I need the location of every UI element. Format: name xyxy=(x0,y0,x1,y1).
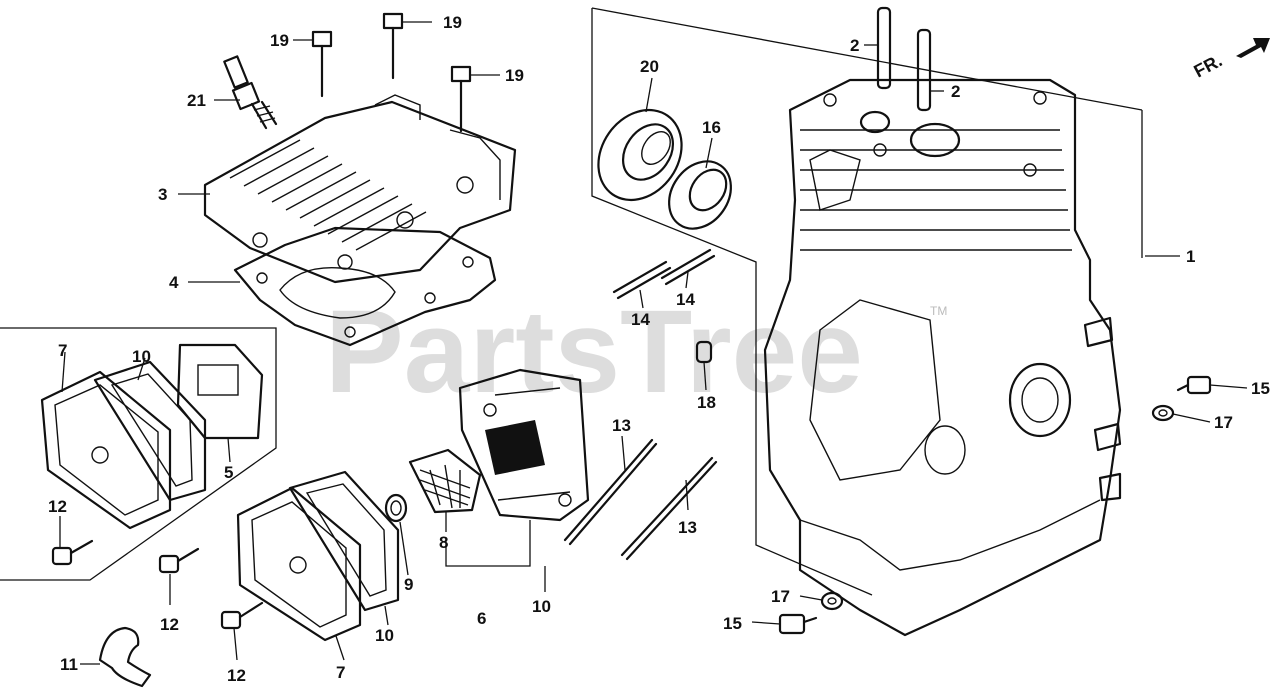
callout-19-right: 19 xyxy=(505,66,524,85)
callout-13-upper: 13 xyxy=(612,416,631,435)
callout-5: 5 xyxy=(224,463,233,482)
washer-17-right xyxy=(1151,404,1175,422)
callout-2-b: 2 xyxy=(951,82,960,101)
callout-7-upper: 7 xyxy=(58,341,67,360)
callout-21: 21 xyxy=(187,91,206,110)
front-direction-label: FR. xyxy=(1190,50,1225,81)
crankcase-cylinder-block xyxy=(763,78,1122,637)
callout-1: 1 xyxy=(1186,247,1195,266)
washer-17-bottom xyxy=(820,591,844,611)
bolt-12-lower-a xyxy=(158,547,200,574)
bolt-12-lower-b xyxy=(220,601,264,630)
callout-13-lower: 13 xyxy=(678,518,697,537)
head-gasket xyxy=(233,226,497,347)
breather-assembly xyxy=(458,368,590,522)
spark-plug xyxy=(223,55,278,130)
breather-cover-7-lower xyxy=(236,486,362,642)
callout-10-upper: 10 xyxy=(132,347,151,366)
callout-20: 20 xyxy=(640,57,659,76)
callout-17-right: 17 xyxy=(1214,413,1233,432)
callout-4: 4 xyxy=(169,273,179,292)
breather-filter xyxy=(408,448,482,514)
callout-12-middle: 12 xyxy=(160,615,179,634)
callout-8: 8 xyxy=(439,533,448,552)
bolt-19-a xyxy=(311,30,333,98)
ball-bearing xyxy=(597,108,683,202)
callout-14-left: 14 xyxy=(631,310,650,329)
callout-3: 3 xyxy=(158,185,167,204)
leader-lines xyxy=(59,21,1248,665)
breather-valve-9 xyxy=(384,493,408,523)
callout-9: 9 xyxy=(404,575,413,594)
front-direction-arrow: FR. xyxy=(1190,38,1270,82)
callout-15-right: 15 xyxy=(1251,379,1270,398)
head-stud-2-a xyxy=(876,6,892,90)
stud-14-a xyxy=(612,260,672,300)
watermark-text: PartsTree xyxy=(325,286,863,418)
bracket-6 xyxy=(445,520,531,567)
callout-10-middle: 10 xyxy=(532,597,551,616)
callout-18: 18 xyxy=(697,393,716,412)
breather-cover-7-upper xyxy=(40,370,172,530)
cylinder-head xyxy=(203,94,517,284)
oil-seal xyxy=(668,160,732,230)
callout-15-bottom: 15 xyxy=(723,614,742,633)
long-stud-13-a xyxy=(563,438,658,546)
bolt-12-left-box xyxy=(51,539,94,566)
head-stud-2-b xyxy=(916,28,932,112)
callout-12-upper: 12 xyxy=(48,497,67,516)
callout-19-left: 19 xyxy=(270,31,289,50)
callout-6: 6 xyxy=(477,609,486,628)
breather-gasket-10-lower xyxy=(288,470,400,612)
callout-10-lower: 10 xyxy=(375,626,394,645)
breather-plate-5 xyxy=(176,343,264,440)
stud-14-b xyxy=(660,248,716,286)
drain-bolt-15-bottom xyxy=(778,613,818,635)
bolt-19-b xyxy=(382,12,404,80)
callout-14-right: 14 xyxy=(676,290,695,309)
callout-2-a: 2 xyxy=(850,36,859,55)
watermark-tm: TM xyxy=(930,304,947,318)
callout-17-bottom: 17 xyxy=(771,587,790,606)
drain-bolt-15-right xyxy=(1176,375,1212,395)
callout-12-lower: 12 xyxy=(227,666,246,685)
long-stud-13-b xyxy=(620,456,718,561)
callout-labels: 1 2 2 3 4 5 6 7 7 8 9 10 10 10 11 12 12 … xyxy=(48,13,1270,685)
breather-tube xyxy=(98,626,152,688)
callout-16: 16 xyxy=(702,118,721,137)
callout-11: 11 xyxy=(60,655,78,674)
bolt-19-c xyxy=(450,65,472,133)
crankcase-group-outline xyxy=(591,7,1143,596)
callout-7-lower: 7 xyxy=(336,663,345,682)
callout-19-middle: 19 xyxy=(443,13,462,32)
breather-gasket-10-upper xyxy=(93,360,207,502)
head-cover-group-outline xyxy=(0,327,277,581)
